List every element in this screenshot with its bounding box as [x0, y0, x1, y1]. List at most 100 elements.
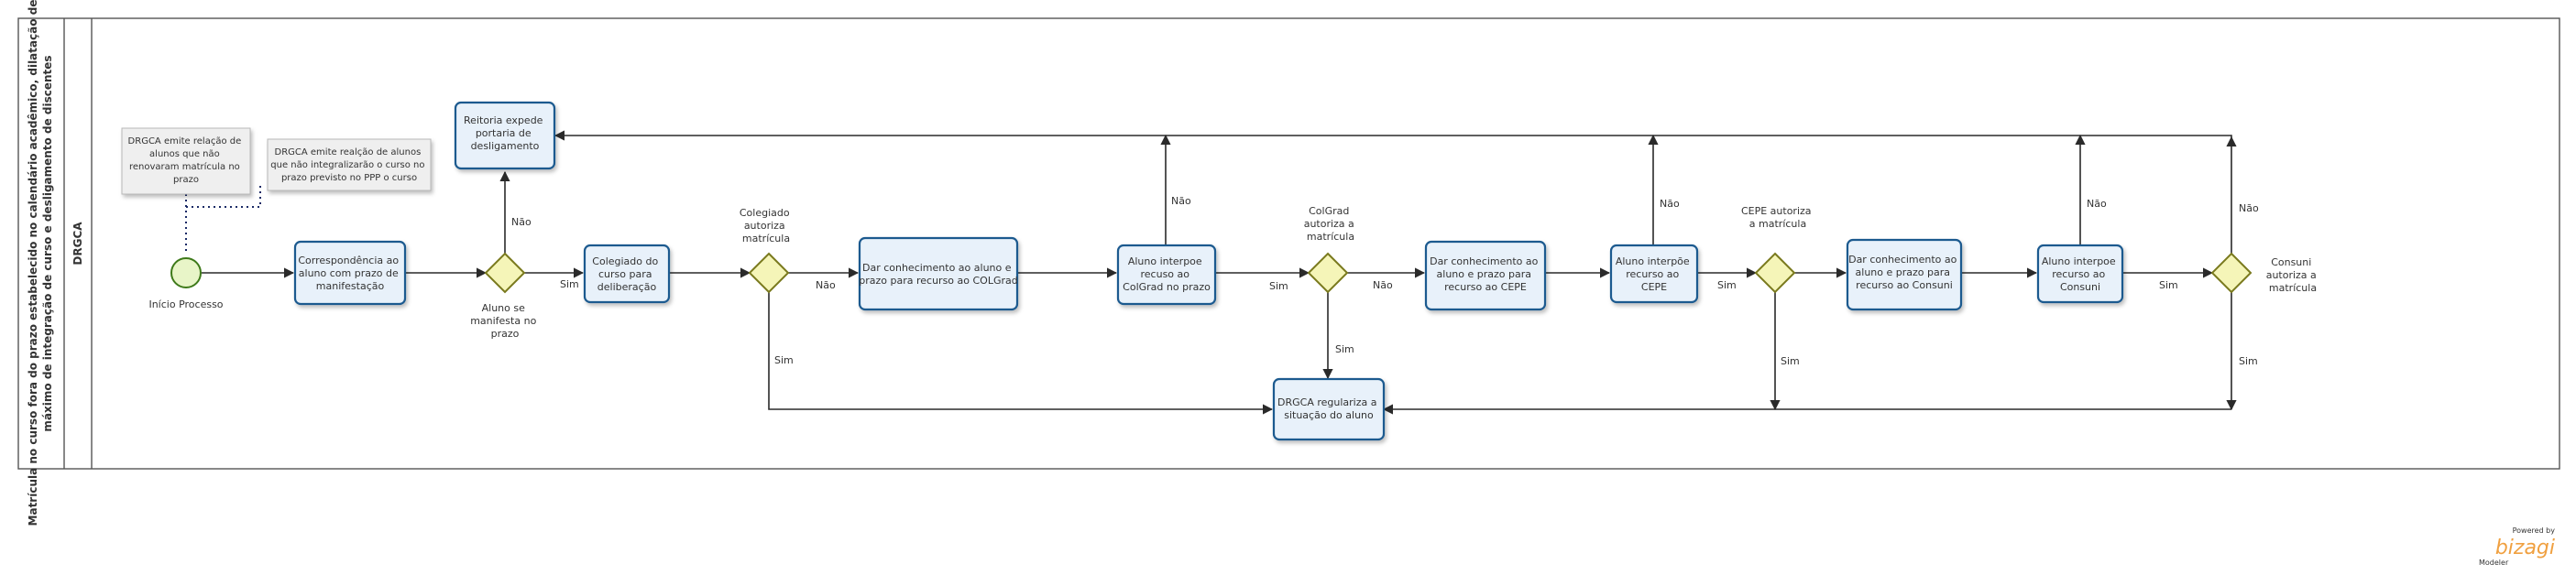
task-conhecimento-colgrad[interactable]: Dar conhecimento ao aluno e prazo para r… [858, 236, 1019, 311]
task-conhecimento-colgrad-text: Dar conhecimento ao aluno e prazo para r… [859, 262, 1017, 287]
gateway-line: manifesta no [470, 315, 536, 327]
label-g4-yes: Sim [1781, 355, 1800, 367]
task-conhecimento-consuni-box[interactable] [1846, 238, 1963, 311]
gateway-cepe-autoriza[interactable]: CEPE autoriza a matrícula [1741, 205, 1814, 294]
task-recurso-cepe-box[interactable] [1609, 244, 1699, 304]
gateway-line: prazo [491, 328, 520, 340]
task-colegiado-deliberacao[interactable]: Colegiado do curso para deliberação [583, 244, 671, 304]
gateway-diamond[interactable] [2210, 252, 2253, 294]
gateway-diamond[interactable] [748, 252, 790, 294]
gateway-label: CEPE autoriza a matrícula [1741, 205, 1814, 230]
note1-box [121, 127, 251, 195]
task-line: DRGCA regulariza a [1277, 396, 1376, 408]
label-consuni-no: Não [2087, 198, 2107, 210]
label-cepe-yes: Sim [1717, 279, 1737, 291]
task-line: Aluno interpoe [1128, 255, 1202, 267]
task-recurso-colgrad-text: Aluno interpoe recuso ao ColGrad no praz… [1123, 255, 1211, 293]
task-line: portaria de [476, 127, 532, 139]
gateway-colegiado-autoriza[interactable]: Colegiado autoriza matrícula [740, 207, 793, 294]
task-line: recuso ao [1141, 268, 1190, 280]
task-recurso-cepe-text: Aluno interpõe recurso ao CEPE [1616, 255, 1693, 293]
modeler-text: Modeler [2479, 559, 2509, 567]
task-correspondencia-box[interactable] [293, 240, 407, 306]
gateway-aluno-manifesta[interactable]: Aluno se manifesta no prazo [470, 252, 540, 340]
task-line: ColGrad no prazo [1123, 281, 1211, 293]
lane-title: DRGCA [71, 222, 84, 266]
task-conhecimento-colgrad-box[interactable] [858, 236, 1019, 311]
label-g2-no: Não [816, 279, 836, 291]
note1-text: DRGCA emite relação de alunos que não re… [128, 136, 245, 185]
gateway-line: Colegiado [740, 207, 790, 219]
gateway-line: matrícula [742, 233, 790, 244]
task-recurso-colgrad[interactable]: Aluno interpoe recuso ao ColGrad no praz… [1116, 244, 1217, 306]
label-g5-no: Não [2239, 202, 2259, 214]
task-reitoria-text: Reitoria expede portaria de desligamento [464, 114, 546, 152]
task-line: Dar conhecimento ao aluno e [862, 262, 1012, 274]
gateway-colgrad-autoriza[interactable]: ColGrad autoriza a matrícula [1304, 205, 1358, 294]
flow-top-return-to-reitoria [554, 130, 2232, 141]
note2-line: prazo previsto no PPP o curso [281, 173, 417, 183]
task-conhecimento-consuni-text: Dar conhecimento ao aluno e prazo para r… [1848, 254, 1960, 291]
gateway-label: ColGrad autoriza a matrícula [1304, 205, 1358, 243]
gateway-line: a matrícula [1749, 218, 1806, 230]
note1-line: renovaram matrícula no [129, 161, 240, 172]
task-line: Reitoria expede [464, 114, 543, 126]
task-recurso-consuni-box[interactable] [2036, 244, 2124, 304]
gateway-diamond[interactable] [484, 252, 526, 294]
task-reitoria-box[interactable] [454, 101, 556, 170]
task-line: Colegiado do [592, 255, 658, 267]
gateway-consuni-autoriza[interactable]: Consuni autoriza a matrícula [2210, 252, 2320, 294]
task-recurso-consuni-text: Aluno interpoe recurso ao Consuni [2042, 255, 2119, 293]
gateway-line: autoriza [744, 220, 785, 232]
task-conhecimento-cepe[interactable]: Dar conhecimento ao aluno e prazo para r… [1424, 240, 1547, 311]
gateway-diamond[interactable] [1754, 252, 1796, 294]
sequence-flows [202, 130, 2237, 415]
bizagi-logo: bizagi [2495, 537, 2555, 559]
start-event-circle[interactable] [170, 257, 202, 288]
task-line: recurso ao CEPE [1444, 281, 1527, 293]
powered-by-text: Powered by [2513, 526, 2556, 535]
bizagi-branding: Powered by bizagi Modeler [2479, 526, 2555, 567]
task-line: manifestação [316, 280, 385, 292]
label-g2-yes: Sim [774, 354, 794, 366]
task-colegiado-box[interactable] [583, 244, 671, 304]
association-note2 [186, 185, 261, 208]
gateway-label: Consuni autoriza a matrícula [2266, 256, 2320, 294]
pool-title-line2: máximo de integração de curso e desligam… [41, 55, 54, 431]
gateway-line: autoriza a [1304, 218, 1354, 230]
task-line: Dar conhecimento ao [1848, 254, 1957, 266]
gateway-diamond[interactable] [1307, 252, 1349, 294]
task-line: aluno com prazo de [299, 267, 399, 279]
task-line: recurso ao [2052, 268, 2105, 280]
task-conhecimento-cepe-box[interactable] [1424, 240, 1547, 311]
task-regulariza-text: DRGCA regulariza a situação do aluno [1277, 396, 1380, 421]
task-line: deliberação [597, 281, 657, 293]
note2-text: DRGCA emite realção de alunos que não in… [270, 147, 427, 183]
task-regulariza[interactable]: DRGCA regulariza a situação do aluno [1272, 377, 1386, 441]
task-recurso-consuni[interactable]: Aluno interpoe recurso ao Consuni [2036, 244, 2124, 304]
flow-labels: Não Sim Não Sim Não Sim Não Sim Não Sim … [511, 195, 2259, 367]
start-event[interactable]: Início Processo [148, 257, 224, 310]
note1-line: alunos que não [149, 149, 220, 159]
task-recurso-colgrad-box[interactable] [1116, 244, 1217, 306]
associations [185, 185, 261, 255]
task-correspondencia-text: Correspondência ao aluno com prazo de ma… [298, 255, 401, 292]
label-g5-yes: Sim [2239, 355, 2258, 367]
task-line: desligamento [471, 140, 540, 152]
label-colgrad-yes: Sim [1269, 280, 1288, 292]
task-regulariza-box[interactable] [1272, 377, 1386, 441]
task-reitoria[interactable]: Reitoria expede portaria de desligamento [454, 101, 556, 170]
task-line: prazo para recurso ao COLGrad [859, 275, 1017, 287]
gateway-line: matrícula [1307, 231, 1354, 243]
task-line: Correspondência ao [298, 255, 399, 266]
label-g3-no: Não [1373, 279, 1393, 291]
note2-box [267, 138, 432, 191]
gateway-line: autoriza a [2266, 269, 2317, 281]
task-conhecimento-consuni[interactable]: Dar conhecimento ao aluno e prazo para r… [1846, 238, 1963, 311]
gateway-line: CEPE autoriza [1741, 205, 1812, 217]
note2-line: que não integralizarão o curso no [270, 160, 424, 170]
task-line: CEPE [1641, 281, 1667, 293]
task-recurso-cepe[interactable]: Aluno interpõe recurso ao CEPE [1609, 244, 1699, 304]
task-correspondencia[interactable]: Correspondência ao aluno com prazo de ma… [293, 240, 407, 306]
label-consuni-yes: Sim [2159, 279, 2178, 291]
